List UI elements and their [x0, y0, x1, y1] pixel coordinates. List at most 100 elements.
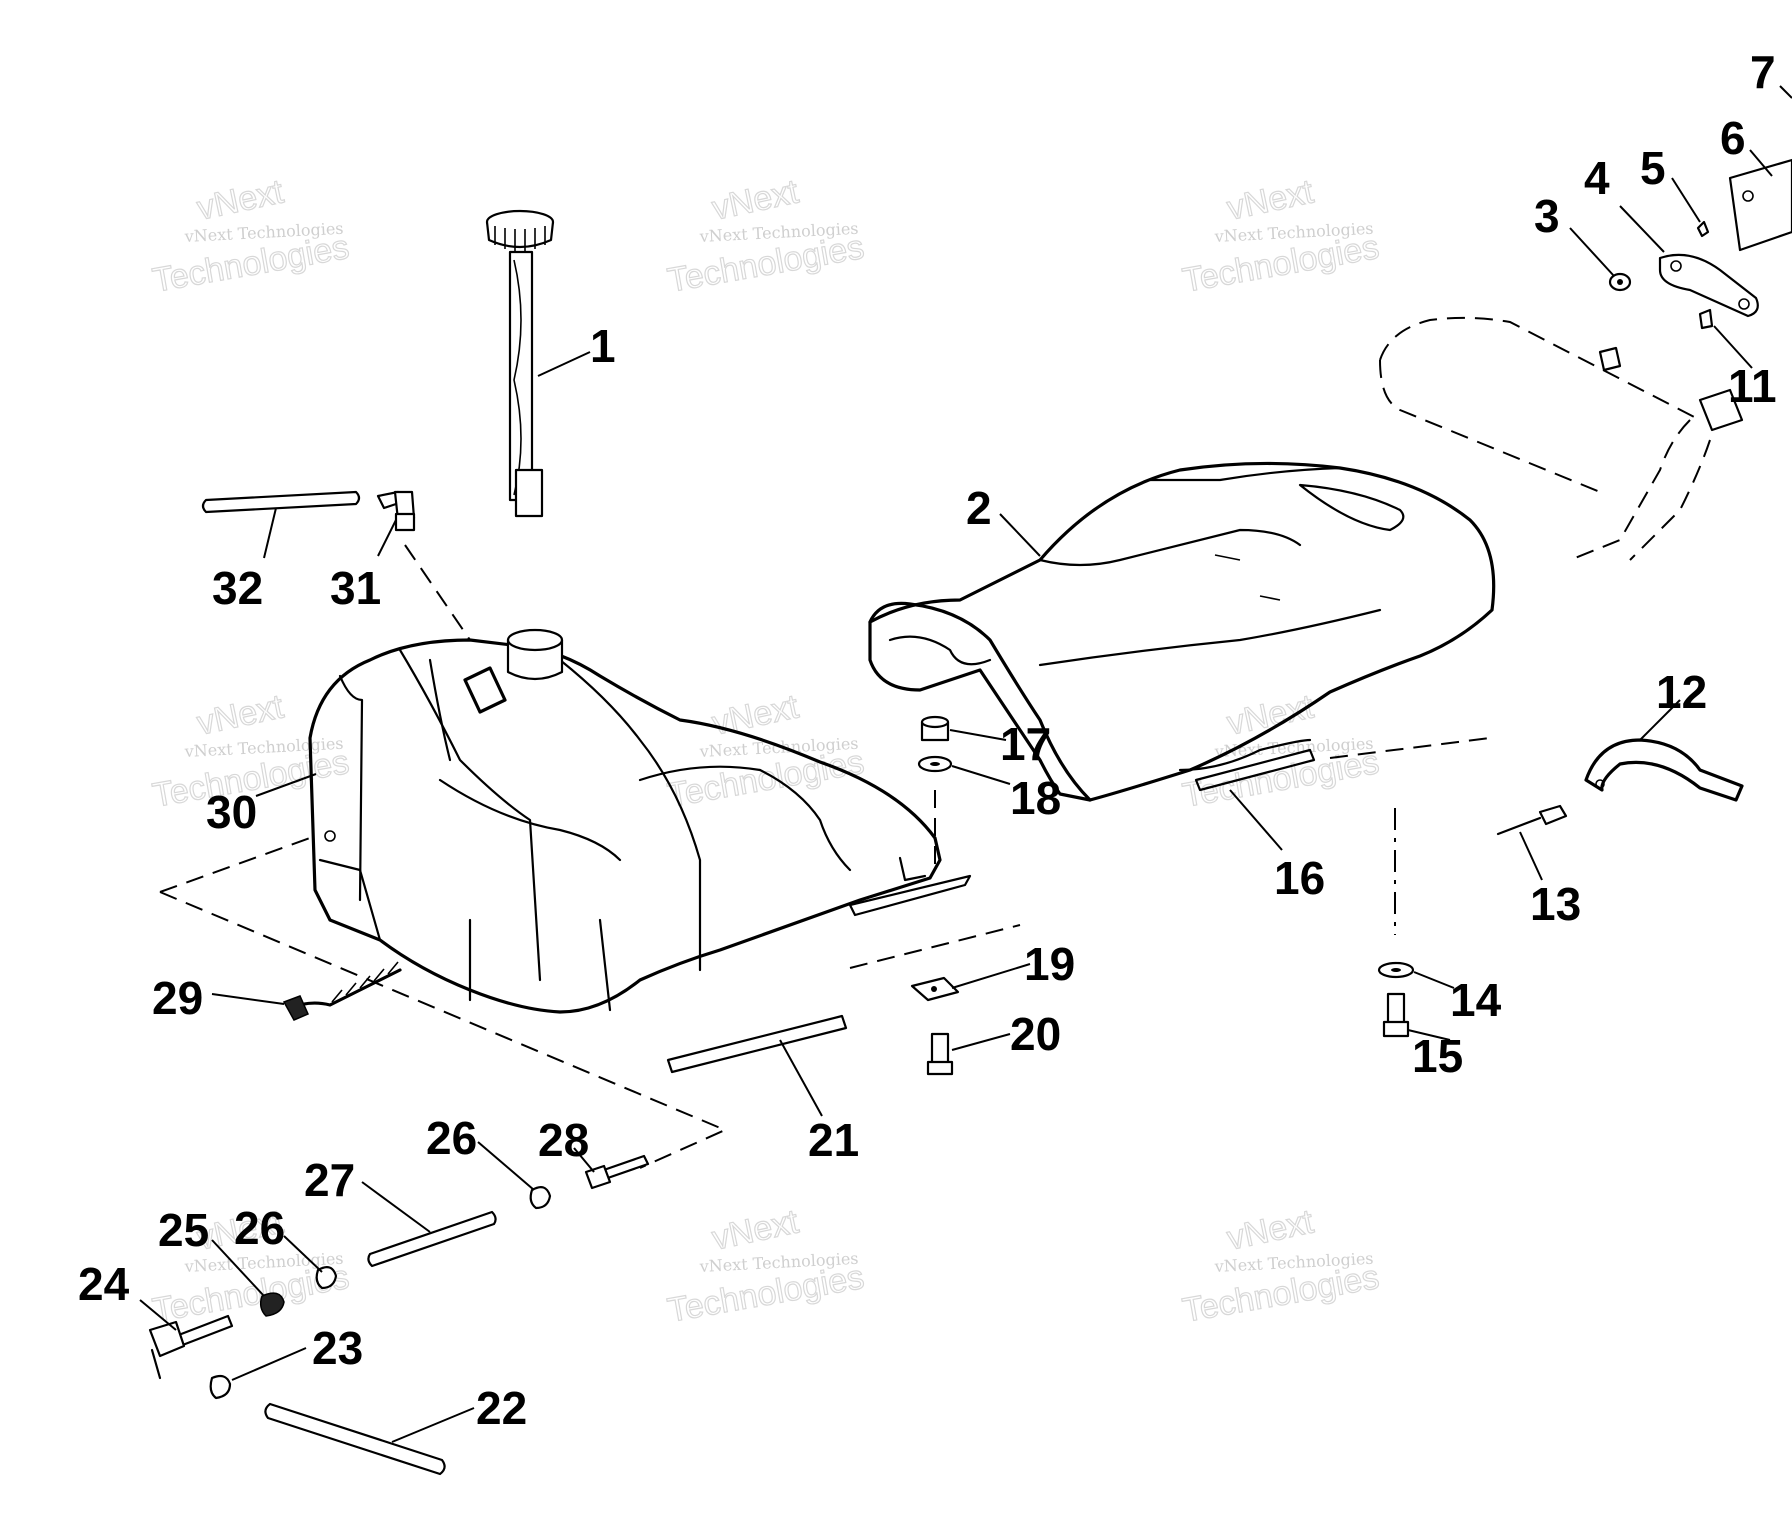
tank-midline [438, 778, 622, 862]
vent-hose [201, 490, 361, 514]
tank-strap-clip [463, 666, 507, 714]
watermark-tile: vNext vNext Technologies Technologies [1179, 172, 1382, 301]
washer-hole [1617, 279, 1623, 285]
label-part-17: 17 [1000, 718, 1051, 770]
hose-22 [264, 1402, 446, 1476]
label-part-23: 23 [312, 1322, 363, 1374]
wire-harness-part-29 [282, 961, 402, 1021]
tank-lower-ribs [468, 918, 612, 1012]
bolt-part-20 [926, 1032, 954, 1076]
seat-part-2 [868, 461, 1496, 802]
tank-flange-notch [898, 856, 927, 882]
plate-hole [1742, 190, 1754, 202]
alignment-lines [159, 544, 1491, 1169]
watermark-tile: vNext vNext Technologies Technologies [1179, 1202, 1382, 1331]
label-part-27: 27 [304, 1154, 355, 1206]
leader-4 [1619, 205, 1665, 253]
bolt-part-15 [1382, 992, 1410, 1038]
leader-29 [211, 993, 285, 1005]
seat-strip-part-16 [1194, 748, 1316, 792]
leader-15 [1407, 1029, 1451, 1041]
leader-31 [377, 519, 397, 557]
label-part-31: 31 [330, 562, 381, 614]
clamp-25 [259, 1292, 285, 1317]
label-part-32: 32 [212, 562, 263, 614]
leader-23 [231, 1347, 307, 1381]
strip-16 [1194, 748, 1316, 792]
grab-bar [1379, 316, 1744, 561]
tank-upper-ridge [638, 765, 762, 782]
leader-13 [1519, 831, 1543, 881]
fuel-cap-ring [485, 221, 555, 249]
harness-coil [331, 961, 399, 1003]
seat-rear-pad [1298, 483, 1405, 532]
leader-14 [1413, 971, 1455, 989]
sender-tube [508, 250, 534, 502]
bracket-hole-2 [1738, 298, 1750, 310]
fuel-cap-ribs [494, 226, 546, 251]
grab-bar-upper [1379, 316, 1701, 421]
leader-27 [361, 1181, 431, 1233]
label-part-12: 12 [1656, 666, 1707, 718]
grab-bar-side [1569, 419, 1691, 561]
watermark-tile: vNext vNext Technologies Technologies [664, 1202, 867, 1331]
clamp-body [1584, 738, 1744, 802]
nut-17-top [920, 715, 950, 729]
seat-cushion-ridge [1038, 528, 1302, 567]
plate-part-6 [1728, 158, 1792, 252]
watermark-tile: vNext vNext Technologies Technologies [664, 172, 867, 301]
nut-part-17 [920, 715, 950, 742]
petcock-part-24 [148, 1314, 234, 1380]
harness-connector [282, 995, 309, 1021]
label-part-13: 13 [1530, 878, 1581, 930]
leader-30 [255, 773, 317, 797]
clamp-hole [1595, 779, 1605, 789]
bolt-20-shank [930, 1032, 950, 1066]
leader-28 [573, 1147, 595, 1173]
leader-11 [1713, 325, 1753, 369]
clamp-part-23 [209, 1374, 232, 1400]
fitting-28-head [584, 1164, 612, 1190]
label-part-22: 22 [476, 1382, 527, 1434]
bracket-plate-part-4 [1658, 253, 1759, 318]
fitting-part-28 [584, 1154, 650, 1190]
clamp-26-upper [529, 1185, 552, 1210]
watermark-tile: vNext vNext Technologies Technologies [1179, 687, 1382, 816]
strip-21 [666, 1014, 848, 1074]
label-part-26-upper: 26 [426, 1112, 477, 1164]
vent-hose-part-32 [201, 490, 361, 514]
leader-26b [477, 1141, 535, 1191]
rivet-part-5 [1696, 220, 1710, 238]
push-pin-part-13 [1496, 804, 1568, 836]
label-part-4: 4 [1584, 152, 1610, 204]
strap-clamp-part-12 [1584, 738, 1744, 802]
tank-right-rib [558, 658, 702, 972]
clamp-23 [209, 1374, 232, 1400]
label-part-30: 30 [206, 786, 257, 838]
clamp-part-25 [259, 1292, 285, 1317]
fuel-tank-part-30 [308, 628, 972, 1014]
watermark-tile: vNext vNext Technologies Technologies [664, 687, 867, 816]
tank-outline [308, 638, 942, 1014]
leader-21 [779, 1039, 823, 1117]
petcock-handle [150, 1348, 162, 1380]
elbow-fitting-part-31 [376, 490, 416, 532]
leader-25 [211, 1239, 265, 1297]
pin-head [1538, 804, 1568, 826]
tank-center-rib [398, 648, 542, 982]
tank-left-face [308, 736, 317, 892]
hose-part-22 [264, 1402, 446, 1476]
label-part-3: 3 [1534, 190, 1560, 242]
clip-part-11 [1698, 308, 1714, 330]
watermark-top: vNext [709, 1202, 802, 1257]
watermark-top: vNext [709, 687, 802, 742]
tank-lower-step [318, 858, 382, 942]
leader-24 [139, 1299, 177, 1331]
tank-left-rib [338, 674, 364, 902]
seat-base-line [1178, 738, 1312, 772]
seat-side-seam [1038, 608, 1382, 667]
fuel-sender-part-1 [485, 209, 555, 518]
grab-bar-side-2 [1629, 439, 1711, 561]
label-part-15: 15 [1412, 1030, 1463, 1082]
